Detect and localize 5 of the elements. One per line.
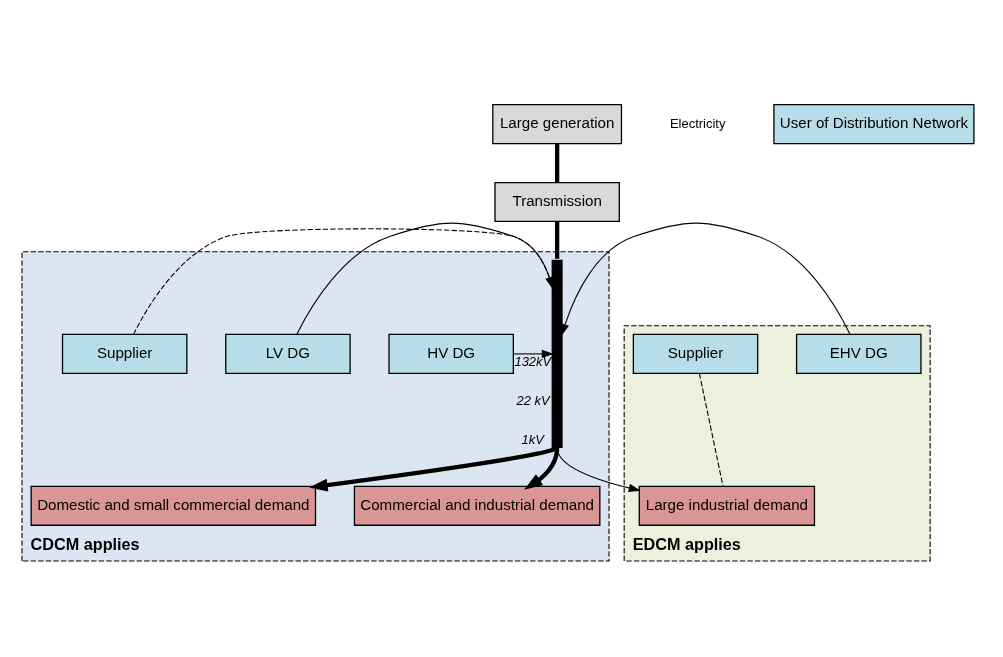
legend-label: Electricity (669, 115, 725, 131)
node-label: 132kV (513, 353, 551, 369)
legend-label: User of Distribution Network (779, 114, 968, 132)
node-label: 22 kV (516, 392, 550, 408)
node-label: 1kV (520, 431, 544, 447)
